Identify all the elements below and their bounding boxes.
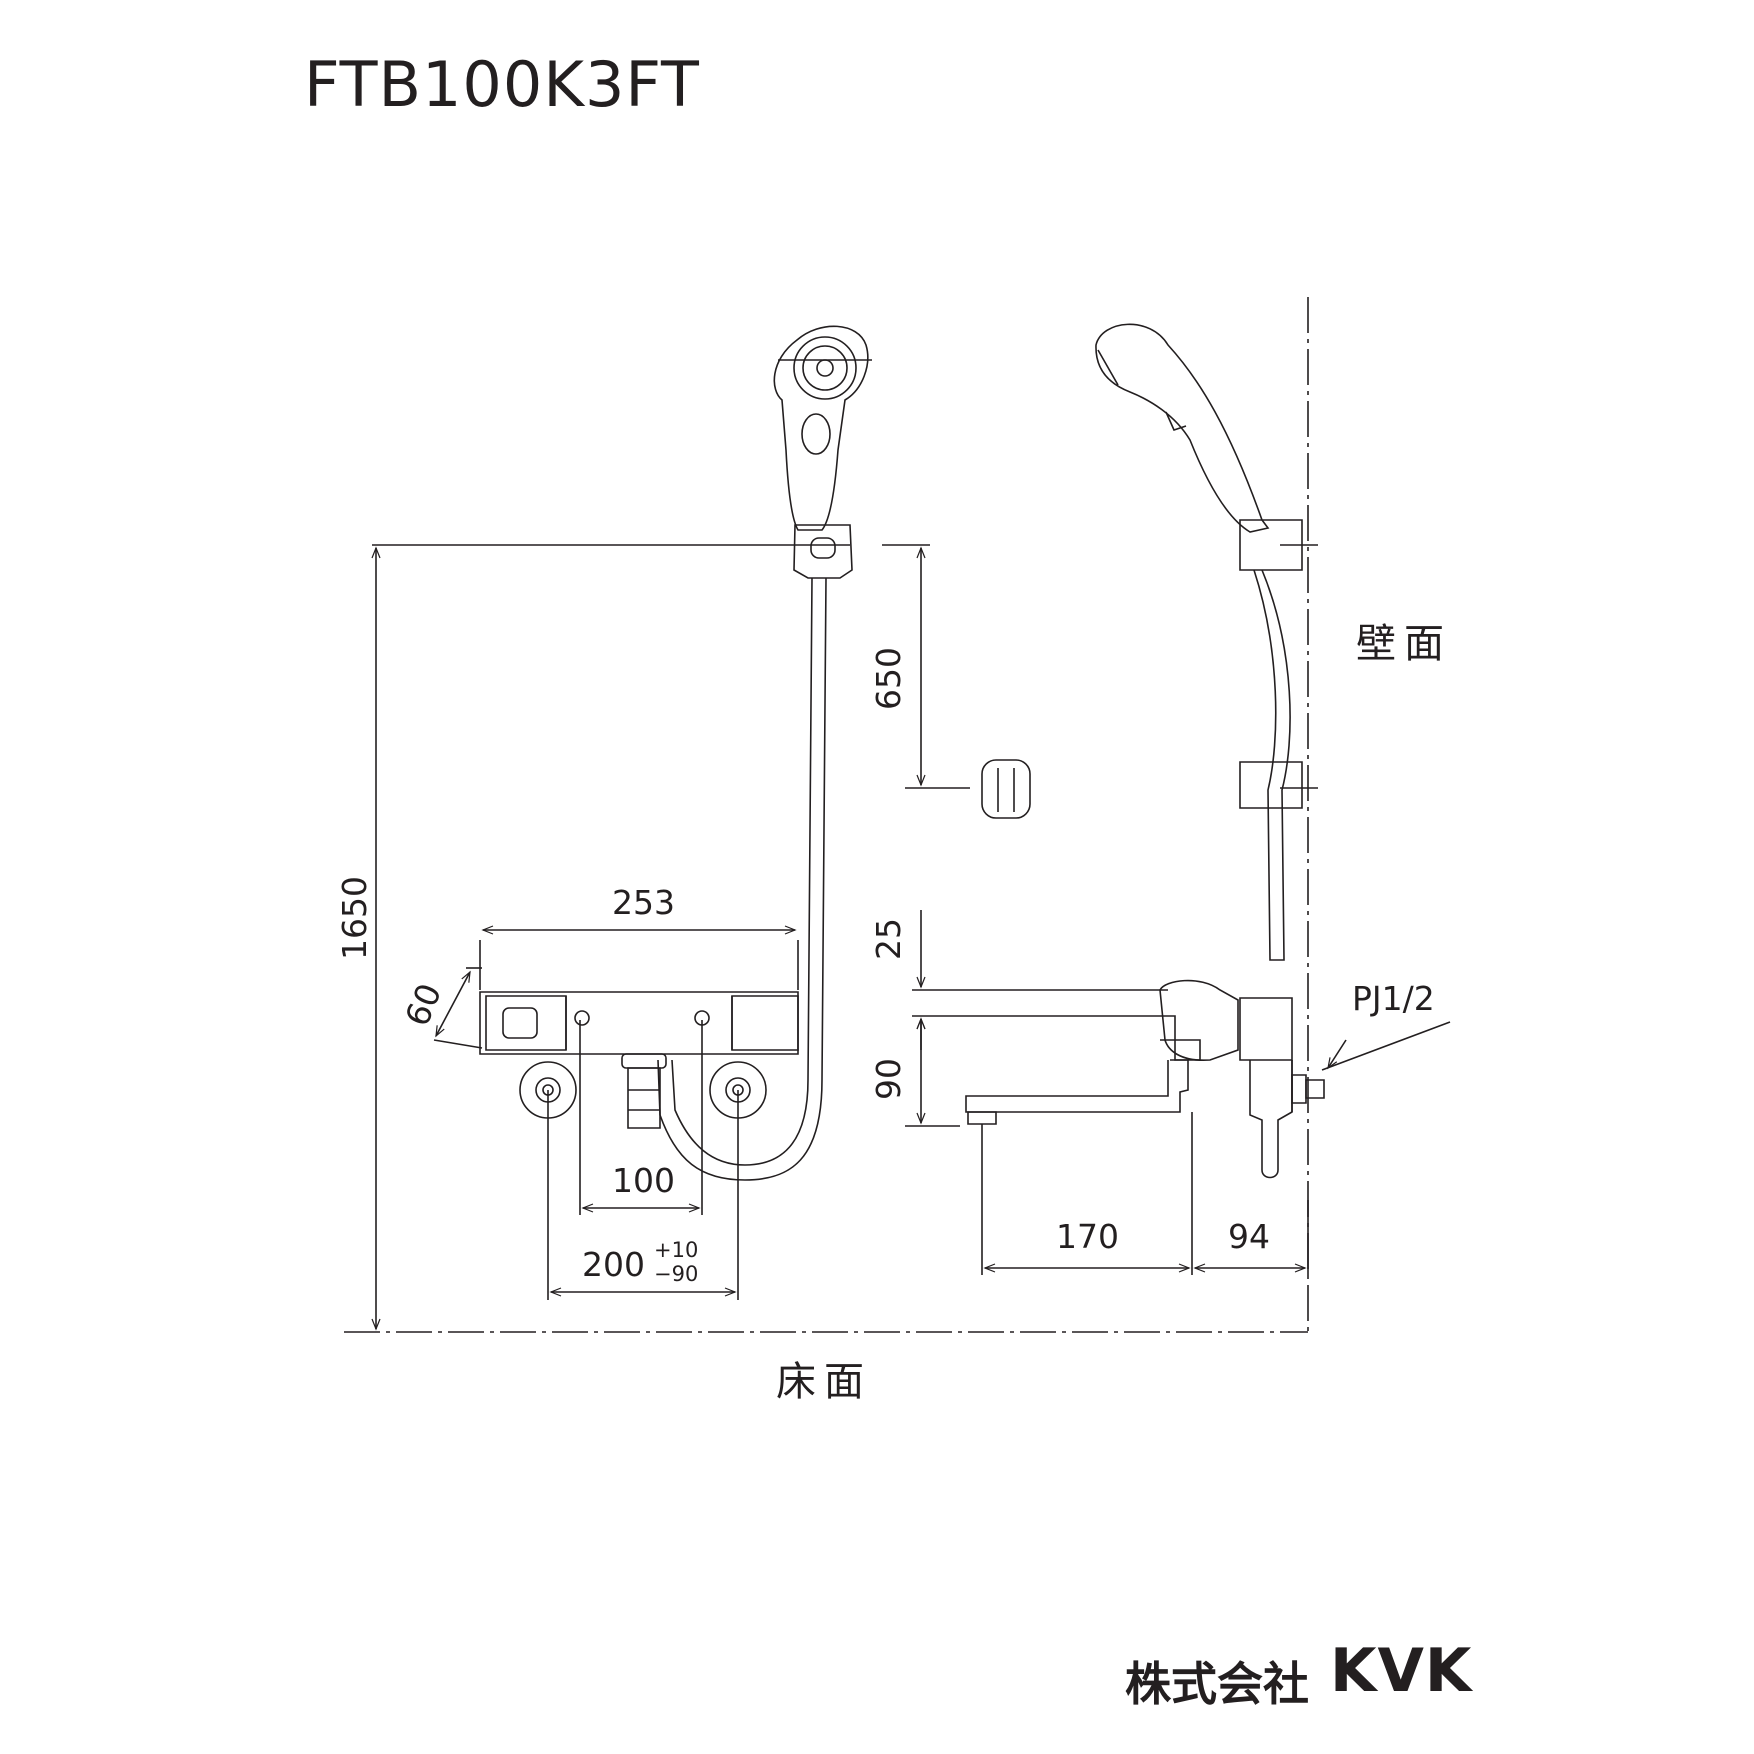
dim-label-90: 90 — [869, 1058, 908, 1100]
dim-label-1650: 1650 — [335, 876, 374, 960]
leader-pj — [1328, 1040, 1346, 1068]
dim-line-60 — [436, 972, 470, 1036]
company-name: 株式会社 — [1125, 1657, 1309, 1711]
dim-label-200: 200 — [582, 1245, 645, 1284]
shower-holder-front — [794, 525, 852, 578]
dim-label-253: 253 — [612, 883, 675, 922]
model-number: FTB100K3FT — [304, 48, 700, 121]
extension-line — [1322, 1022, 1450, 1070]
dim-label-94: 94 — [1228, 1217, 1270, 1256]
dim-label-25: 25 — [869, 918, 908, 960]
shower-head-side — [1096, 324, 1268, 532]
shower-hose-front — [672, 578, 812, 1165]
pipe-thread-label: PJ1/2 — [1352, 979, 1435, 1018]
faucet-body-side — [966, 981, 1324, 1178]
shower-head-front — [774, 326, 872, 530]
dim-label-100: 100 — [612, 1161, 675, 1200]
brand-logo: KVK — [1330, 1636, 1473, 1706]
slide-bar-side — [1240, 520, 1302, 960]
extension-line — [434, 1040, 482, 1048]
tolerance-plus: +10 — [654, 1238, 699, 1262]
tolerance-minus: −90 — [654, 1262, 699, 1286]
dim-label-170: 170 — [1056, 1217, 1119, 1256]
wall-surface-label: 壁面 — [1356, 621, 1452, 667]
hose-clip — [982, 760, 1030, 818]
dim-label-650: 650 — [869, 647, 908, 710]
floor-surface-label: 床面 — [776, 1359, 872, 1405]
faucet-body-front — [480, 992, 798, 1128]
